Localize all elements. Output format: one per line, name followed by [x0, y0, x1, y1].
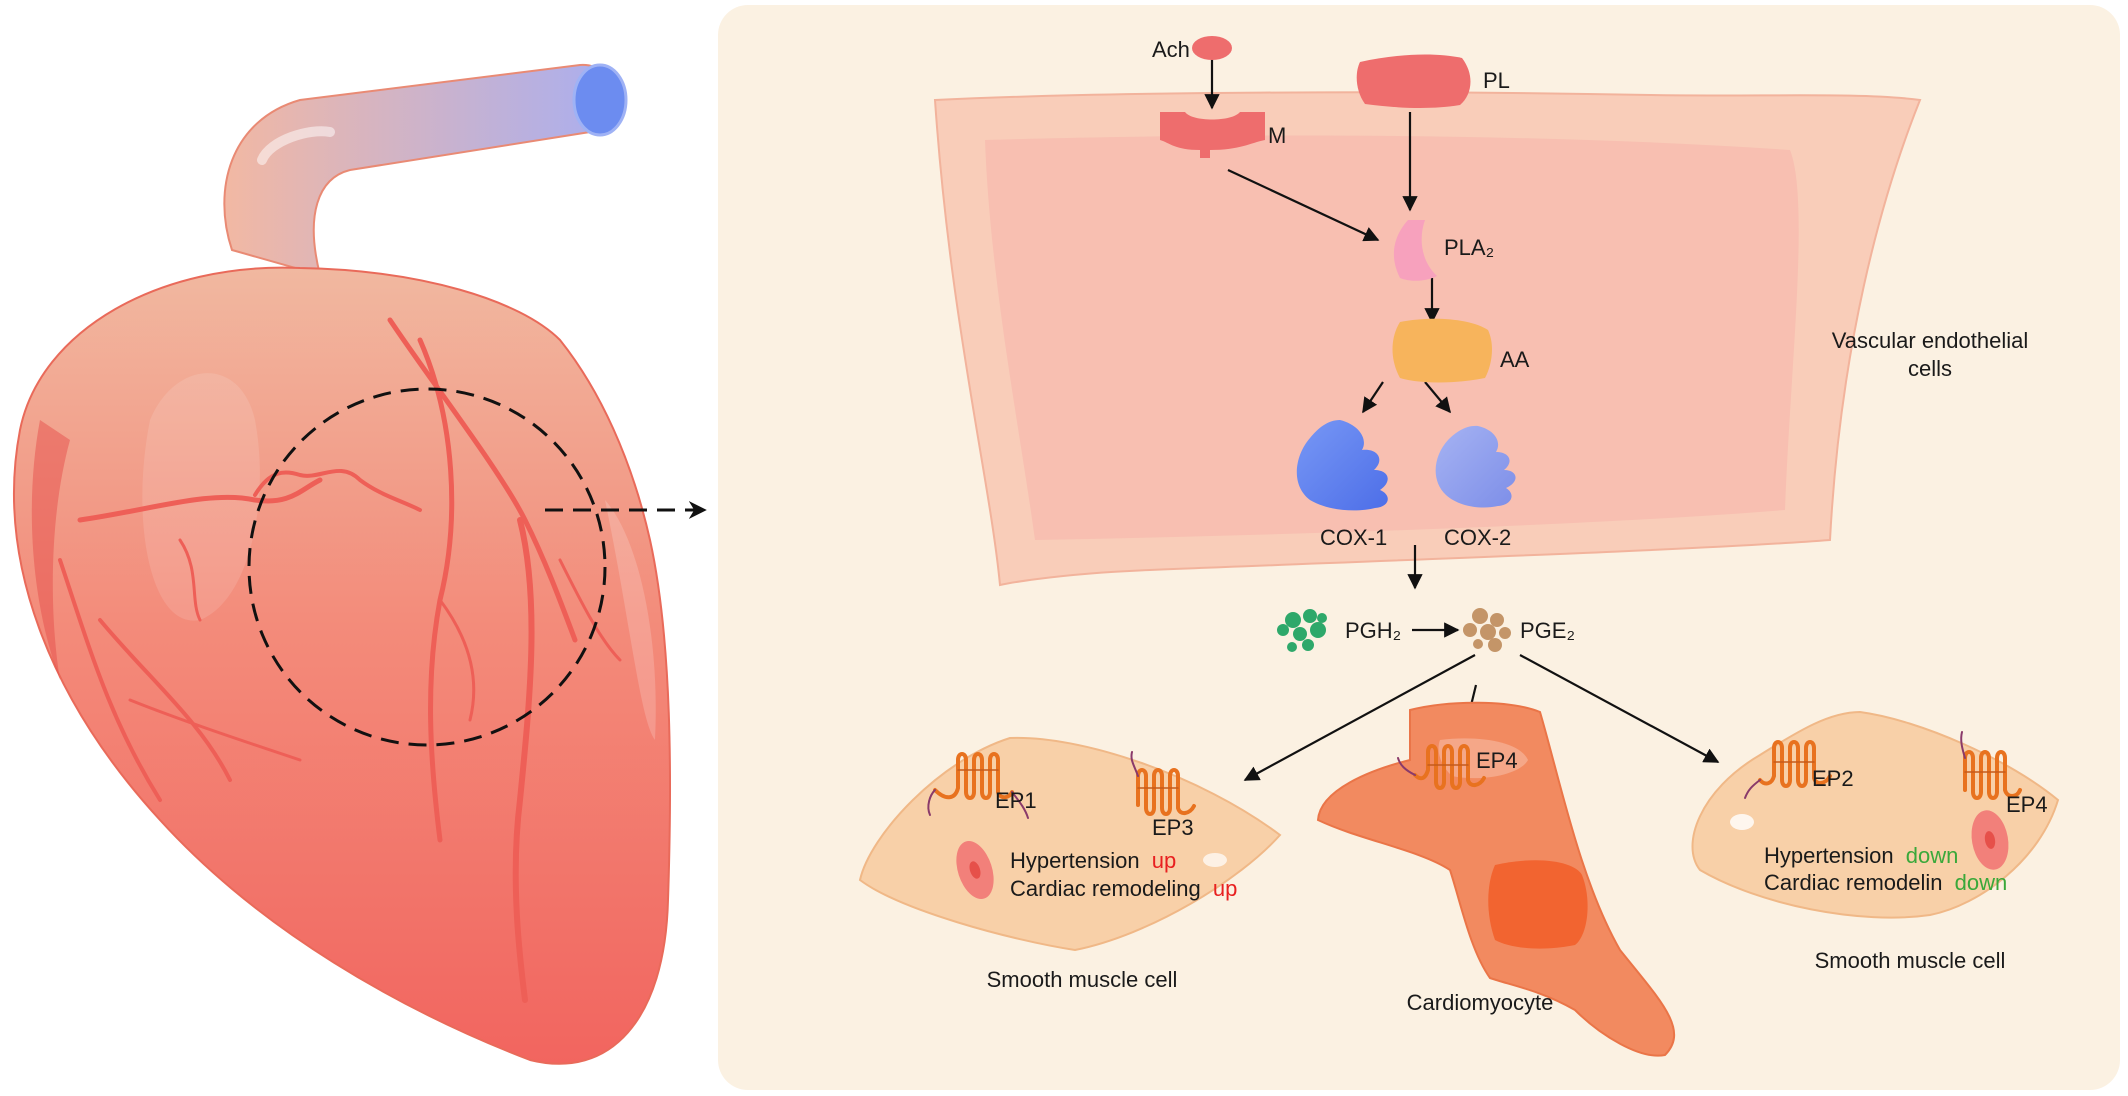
cox1-enzyme	[1296, 420, 1388, 511]
ep2-label: EP2	[1812, 766, 1854, 791]
ep4-smooth-label: EP4	[2006, 792, 2048, 817]
endothelial-label-line2: cells	[1908, 356, 1952, 381]
pl-label: PL	[1483, 68, 1510, 93]
right-remodeling-effect: down	[1955, 870, 2008, 895]
ep4-smooth-receptor	[1960, 731, 2022, 800]
ep4-cardio-label: EP4	[1476, 748, 1518, 773]
right-remodeling-text: Cardiac remodelin down	[1764, 870, 2007, 895]
pgh2-molecule	[1277, 609, 1327, 652]
aorta	[223, 63, 618, 277]
ep1-receptor	[927, 752, 1029, 819]
left-cell-name: Smooth muscle cell	[987, 967, 1178, 992]
left-hypertension-effect: up	[1152, 848, 1176, 873]
cardiomyocyte-nucleus	[1488, 860, 1588, 949]
aa-label: AA	[1500, 347, 1530, 372]
right-hypertension-label: Hypertension	[1764, 843, 1894, 868]
ach-ligand	[1192, 36, 1232, 60]
aa-molecule	[1392, 318, 1492, 383]
pge2-label: PGE₂	[1520, 618, 1575, 643]
heart-body	[13, 266, 672, 1065]
ep3-label: EP3	[1152, 815, 1194, 840]
pl-shape	[1356, 54, 1471, 108]
m-label: M	[1268, 123, 1286, 148]
right-hypertension-text: Hypertension down	[1764, 843, 1958, 868]
coronary-vessels	[58, 317, 622, 1003]
ep3-receptor	[1130, 751, 1196, 816]
left-remodeling-text: Cardiac remodeling up	[1010, 876, 1237, 901]
left-remodeling-label: Cardiac remodeling	[1010, 876, 1201, 901]
muscarinic-receptor	[1160, 112, 1265, 158]
pge2-molecule	[1463, 608, 1511, 652]
ep2-receptor	[1744, 740, 1832, 799]
pathway-arrows	[1204, 56, 1720, 781]
ep4-cardio-receptor	[1397, 744, 1486, 790]
pla2-enzyme	[1393, 220, 1437, 281]
zoom-region-circle	[247, 387, 607, 747]
right-cell-name: Smooth muscle cell	[1815, 948, 2006, 973]
ep1-label: EP1	[995, 788, 1037, 813]
pgh2-label: PGH₂	[1345, 618, 1401, 643]
ach-label: Ach	[1152, 37, 1190, 62]
left-hypertension-text: Hypertension up	[1010, 848, 1176, 873]
pla2-label: PLA₂	[1444, 235, 1494, 260]
right-remodeling-label: Cardiac remodelin	[1764, 870, 1943, 895]
left-hypertension-label: Hypertension	[1010, 848, 1140, 873]
heart-illustration	[13, 63, 707, 1065]
left-remodeling-effect: up	[1213, 876, 1237, 901]
cox2-label: COX-2	[1444, 525, 1511, 550]
right-hypertension-effect: down	[1906, 843, 1959, 868]
aorta-opening	[572, 63, 628, 137]
endothelial-label-line1: Vascular endothelial	[1832, 328, 2029, 353]
cox2-enzyme	[1435, 425, 1516, 508]
cox1-label: COX-1	[1320, 525, 1387, 550]
cardiomyocyte-name: Cardiomyocyte	[1407, 990, 1554, 1015]
